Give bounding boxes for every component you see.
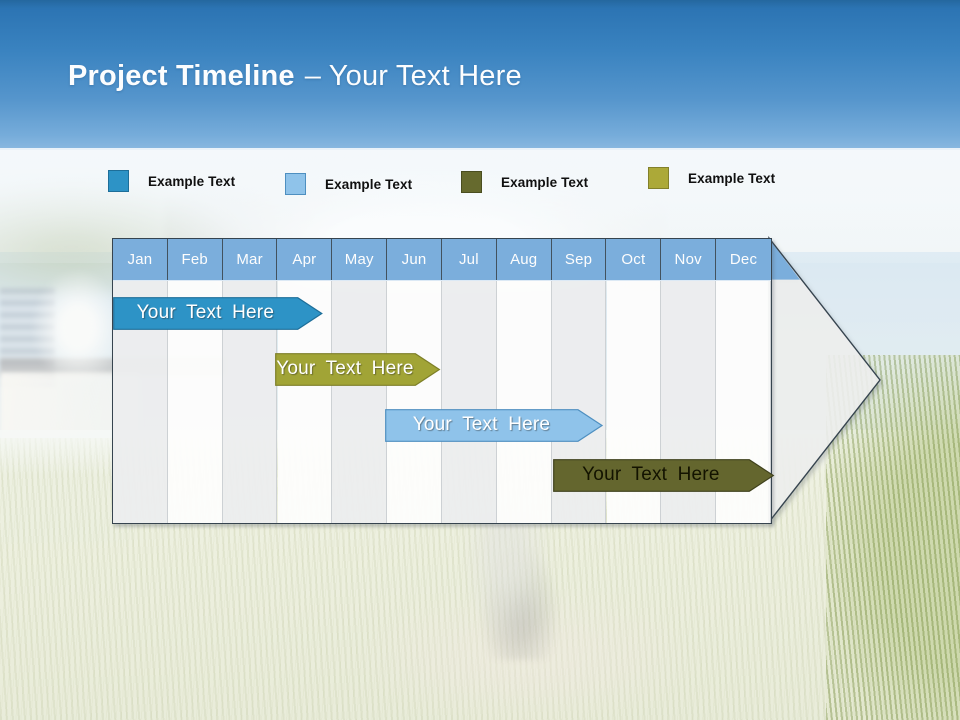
month-cell-oct[interactable]: Oct — [606, 239, 662, 280]
month-cell-jun[interactable]: Jun — [387, 239, 442, 280]
legend-item-1[interactable]: Example Text — [108, 170, 235, 192]
bar-label: Your Text Here — [582, 464, 720, 485]
legend-label: Example Text — [325, 176, 413, 192]
legend-label: Example Text — [688, 170, 776, 186]
bar-label: Your Text Here — [276, 358, 414, 379]
month-cell-dec[interactable]: Dec — [729, 251, 758, 268]
title-placeholder-text: – Your Text Here — [304, 60, 522, 92]
bar-label: Your Text Here — [412, 414, 551, 435]
timeline-bar-1[interactable]: Your Text Here — [113, 297, 323, 331]
legend-item-4[interactable]: Example Text — [648, 167, 775, 189]
legend-label: Example Text — [148, 173, 236, 189]
timeline-bar-2[interactable]: Your Text Here — [274, 353, 441, 387]
legend-swatch-lightblue — [285, 173, 306, 195]
timeline-bar-3[interactable]: Your Text Here — [385, 409, 604, 443]
month-cell-mar[interactable]: Mar — [223, 239, 278, 280]
month-cell-nov[interactable]: Nov — [661, 239, 717, 280]
legend-swatch-olive — [648, 167, 669, 189]
legend-swatch-darkolive — [461, 171, 482, 193]
month-cell-jul[interactable]: Jul — [442, 239, 497, 280]
bar-label: Your Text Here — [136, 302, 275, 323]
title-bold-text: Project Timeline — [68, 60, 295, 92]
timeline-bar-4[interactable]: Your Text Here — [552, 459, 775, 493]
month-cell-jan[interactable]: Jan — [113, 239, 168, 280]
legend-label: Example Text — [501, 174, 589, 190]
legend-swatch-blue — [108, 170, 129, 192]
month-cell-apr[interactable]: Apr — [277, 239, 333, 280]
page-title[interactable]: Project Timeline – Your Text Here — [68, 60, 522, 93]
month-cell-sep[interactable]: Sep — [552, 239, 607, 280]
legend-item-2[interactable]: Example Text — [285, 173, 412, 195]
month-cell-may[interactable]: May — [332, 239, 388, 280]
month-cell-aug[interactable]: Aug — [497, 239, 552, 280]
month-cell-feb[interactable]: Feb — [168, 239, 223, 280]
legend-item-3[interactable]: Example Text — [461, 171, 588, 193]
